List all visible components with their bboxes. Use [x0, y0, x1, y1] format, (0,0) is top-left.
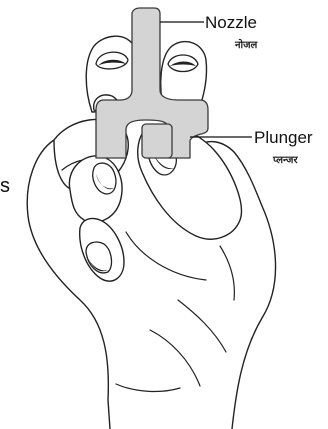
labels: Nozzle नोजल Plunger प्लन्जर s: [0, 13, 313, 197]
cut-off-letter: s: [0, 175, 10, 197]
nozzle-label-hindi: नोजल: [234, 38, 259, 51]
plunger-stem: [141, 123, 173, 159]
plunger-label-hindi: प्लन्जर: [272, 155, 298, 166]
ring-finger-nail: [92, 162, 117, 195]
nozzle-label: Nozzle: [205, 13, 257, 32]
spray-device: [95, 7, 209, 159]
hand: [26, 118, 277, 429]
device-body: [95, 7, 209, 159]
plunger-label: Plunger: [254, 128, 313, 147]
